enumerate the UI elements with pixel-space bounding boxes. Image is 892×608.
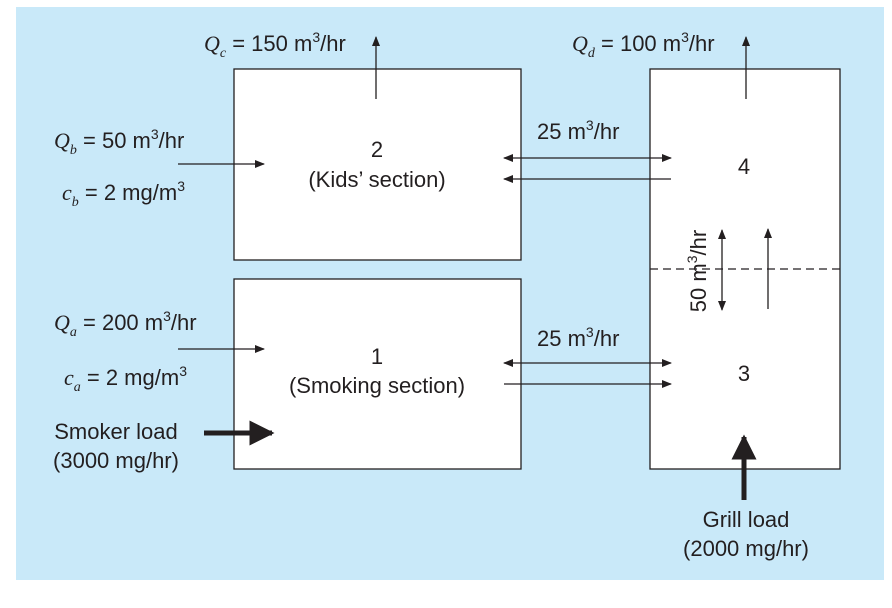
exchange-bottom-label: 25 m3/hr — [537, 324, 619, 351]
exchange-vertical-label: 50 m3/hr — [684, 230, 711, 312]
grill-load-title: Grill load — [703, 507, 790, 532]
svg-text:25 m3/hr: 25 m3/hr — [537, 117, 619, 144]
svg-text:25 m3/hr: 25 m3/hr — [537, 324, 619, 351]
exchange-top-label: 25 m3/hr — [537, 117, 619, 144]
svg-text:Qd = 100 m3/hr: Qd = 100 m3/hr — [572, 29, 715, 61]
svg-text:Qc = 150 m3/hr: Qc = 150 m3/hr — [204, 29, 346, 61]
svg-text:cb = 2 mg/m3: cb = 2 mg/m3 — [62, 178, 185, 210]
room-2-name: (Kids’ section) — [308, 167, 445, 192]
room-1-number: 1 — [371, 344, 383, 369]
diagram-panel: Qc = 150 m3/hr Qd = 100 m3/hr Qb = 50 m3… — [16, 7, 884, 580]
svg-text:50 m3/hr: 50 m3/hr — [684, 230, 711, 312]
mass-balance-diagram: Qc = 150 m3/hr Qd = 100 m3/hr Qb = 50 m3… — [16, 7, 884, 580]
grill-load-value: (2000 mg/hr) — [683, 536, 809, 561]
conc-ca-label: ca = 2 mg/m3 — [64, 363, 187, 395]
room-2-number: 2 — [371, 137, 383, 162]
smoker-load-value: (3000 mg/hr) — [53, 448, 179, 473]
room-1-name: (Smoking section) — [289, 373, 465, 398]
room-2-box — [233, 68, 522, 261]
room-4-number: 4 — [738, 154, 750, 179]
flow-qd-label: Qd = 100 m3/hr — [572, 29, 715, 61]
svg-text:Qa = 200 m3/hr: Qa = 200 m3/hr — [54, 308, 197, 340]
conc-cb-label: cb = 2 mg/m3 — [62, 178, 185, 210]
svg-text:ca = 2 mg/m3: ca = 2 mg/m3 — [64, 363, 187, 395]
svg-text:Qb = 50 m3/hr: Qb = 50 m3/hr — [54, 126, 184, 158]
smoker-load-title: Smoker load — [54, 419, 178, 444]
room-1-box — [233, 278, 522, 470]
flow-qb-label: Qb = 50 m3/hr — [54, 126, 184, 158]
flow-qc-label: Qc = 150 m3/hr — [204, 29, 346, 61]
flow-qa-label: Qa = 200 m3/hr — [54, 308, 197, 340]
room-3-number: 3 — [738, 361, 750, 386]
